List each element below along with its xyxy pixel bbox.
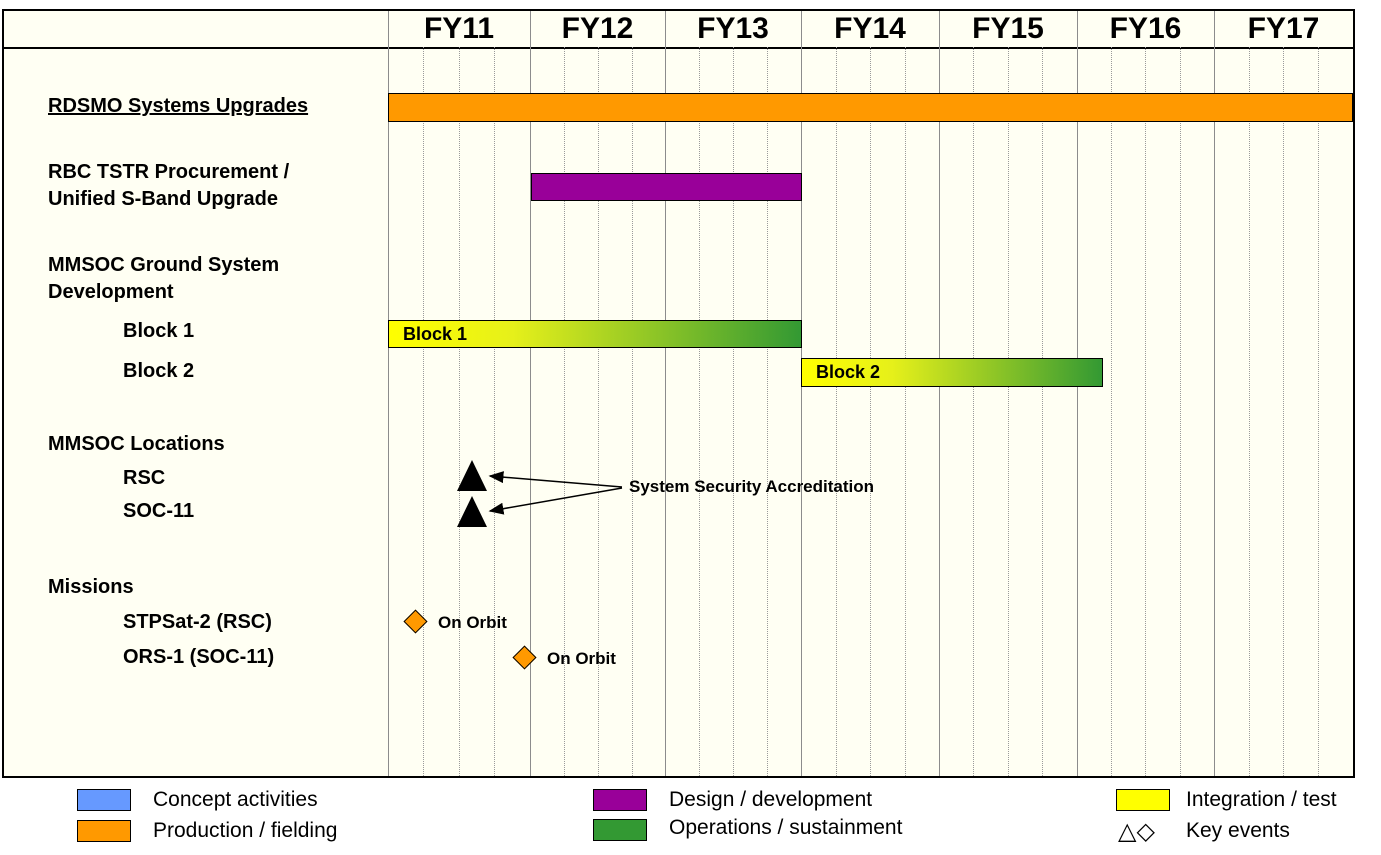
year-divider — [530, 11, 531, 776]
quarter-gridline — [1145, 47, 1146, 776]
task-label-missions: Missions — [48, 576, 134, 598]
quarter-gridline — [870, 47, 871, 776]
arrow-to-soc11 — [488, 487, 623, 515]
quarter-gridline — [459, 47, 460, 776]
bar-rbc-design[interactable] — [531, 173, 802, 201]
quarter-gridline — [905, 47, 906, 776]
task-label-rbc-line1: RBC TSTR Procurement / — [48, 161, 290, 183]
task-label-mmsoc-ground-line2: Development — [48, 281, 174, 303]
ors1-on-orbit-label: On Orbit — [547, 649, 616, 668]
task-label-block2: Block 2 — [123, 360, 195, 382]
quarter-gridline — [1283, 47, 1284, 776]
legend-swatch-integration — [1116, 789, 1170, 811]
accreditation-arrows — [488, 471, 623, 515]
key-events-symbols-icon: △◇ — [1118, 818, 1155, 845]
bar-rdsmo-production[interactable] — [388, 93, 1353, 122]
bar-block1-label: Block 1 — [403, 324, 468, 344]
fiscal-year-header — [4, 11, 1353, 49]
legend-swatch-design — [593, 789, 647, 811]
task-label-soc11: SOC-11 — [123, 500, 195, 522]
triangle-event-rsc-icon[interactable] — [457, 460, 487, 491]
accreditation-note: System Security Accreditation — [629, 477, 875, 496]
quarter-gridline — [1318, 47, 1319, 776]
quarter-gridline — [733, 47, 734, 776]
quarter-gridline — [598, 47, 599, 776]
task-label-rdsmo[interactable]: RDSMO Systems Upgrades — [48, 95, 309, 117]
legend-label-operations: Operations / sustainment — [669, 816, 903, 839]
year-label-fy16: FY16 — [1109, 12, 1182, 45]
legend-swatch-operations — [593, 819, 647, 841]
quarter-gridline — [1111, 47, 1112, 776]
legend-label-production: Production / fielding — [153, 819, 338, 842]
task-label-mmsoc-locations: MMSOC Locations — [48, 433, 225, 455]
quarter-gridline — [973, 47, 974, 776]
year-divider — [1214, 11, 1215, 776]
year-divider — [388, 11, 389, 776]
year-label-fy13: FY13 — [697, 12, 769, 45]
bar-block1[interactable]: Block 1 — [388, 320, 802, 348]
legend-label-integration: Integration / test — [1186, 788, 1337, 811]
task-label-stpsat2: STPSat-2 (RSC) — [123, 611, 272, 633]
legend-label-design: Design / development — [669, 788, 873, 811]
quarter-gridline — [699, 47, 700, 776]
legend-label-concept: Concept activities — [153, 788, 318, 811]
year-label-fy15: FY15 — [972, 12, 1044, 45]
year-divider — [939, 11, 940, 776]
quarter-gridline — [632, 47, 633, 776]
legend-swatch-production — [77, 820, 131, 842]
task-label-block1: Block 1 — [123, 320, 195, 342]
quarter-gridline — [1249, 47, 1250, 776]
task-label-rbc-line2: Unified S-Band Upgrade — [48, 188, 279, 210]
quarter-gridline — [1008, 47, 1009, 776]
quarter-gridline — [1180, 47, 1181, 776]
year-label-fy12: FY12 — [561, 12, 634, 45]
task-label-ors1: ORS-1 (SOC-11) — [123, 646, 275, 668]
task-label-rsc: RSC — [123, 467, 166, 489]
year-label-fy14: FY14 — [834, 12, 906, 45]
quarter-gridline — [564, 47, 565, 776]
quarter-gridline — [767, 47, 768, 776]
schedule-chart: FY11 FY12 FY13 FY14 FY15 FY16 FY17 RDSMO… — [2, 9, 1355, 778]
quarter-gridline — [494, 47, 495, 776]
legend-swatch-concept — [77, 789, 131, 811]
quarter-gridline — [836, 47, 837, 776]
stpsat2-on-orbit-label: On Orbit — [438, 613, 507, 632]
arrow-to-rsc — [488, 471, 623, 488]
legend-label-key-events: Key events — [1186, 819, 1290, 842]
quarter-gridline — [1042, 47, 1043, 776]
bar-block2-label: Block 2 — [816, 362, 881, 382]
year-divider — [665, 11, 666, 776]
task-label-mmsoc-ground-line1: MMSOC Ground System — [48, 254, 280, 276]
triangle-event-soc11-icon[interactable] — [457, 496, 487, 527]
quarter-gridline — [423, 47, 424, 776]
bar-block2[interactable]: Block 2 — [801, 358, 1103, 387]
year-divider — [801, 11, 802, 776]
year-divider — [1077, 11, 1078, 776]
year-label-fy11: FY11 — [423, 12, 495, 45]
year-label-fy17: FY17 — [1247, 12, 1320, 45]
